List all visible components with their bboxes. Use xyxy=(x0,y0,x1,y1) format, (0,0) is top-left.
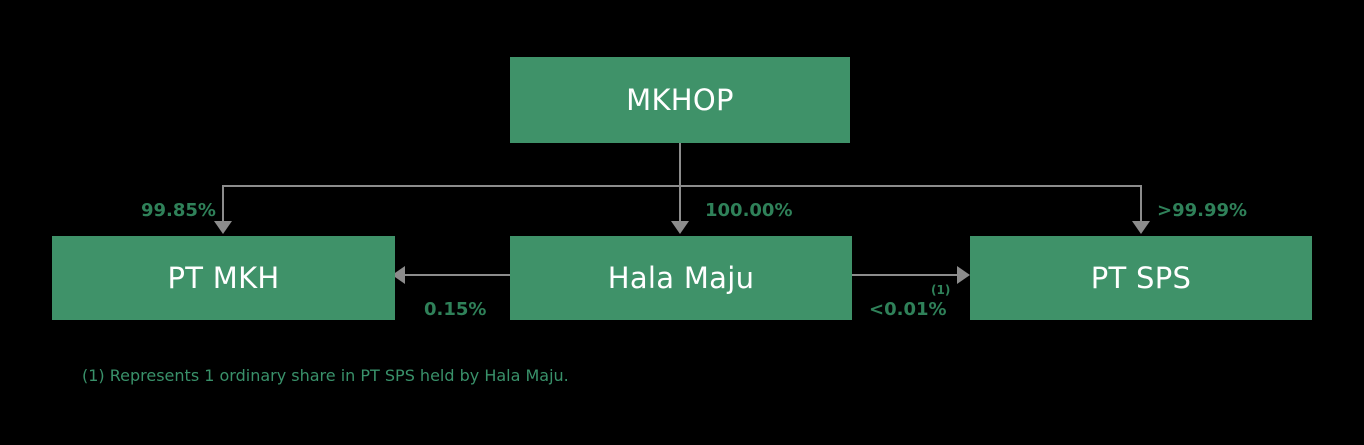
connector-drop-ptmkh xyxy=(222,185,224,223)
node-pt-sps-label: PT SPS xyxy=(1090,260,1192,295)
connector-drop-ptsps xyxy=(1140,185,1142,223)
node-mkhop[interactable]: MKHOP xyxy=(510,57,850,143)
connector-halamaju-to-ptsps xyxy=(852,274,958,276)
node-pt-sps[interactable]: PT SPS xyxy=(970,236,1312,320)
connector-halamaju-to-ptmkh xyxy=(403,274,510,276)
edge-label-halamaju-ptmkh: 0.15% xyxy=(424,299,487,320)
arrowhead-down-halamaju xyxy=(671,221,689,234)
arrowhead-right-ptsps xyxy=(957,266,970,284)
node-mkhop-label: MKHOP xyxy=(626,82,734,117)
arrowhead-down-ptsps xyxy=(1132,221,1150,234)
connector-horizontal-bus xyxy=(223,185,1141,187)
node-pt-mkh-label: PT MKH xyxy=(167,260,280,295)
arrowhead-down-ptmkh xyxy=(214,221,232,234)
arrowhead-left-ptmkh xyxy=(392,266,405,284)
edge-label-halamaju-ptsps: <0.01% xyxy=(869,299,947,320)
node-hala-maju[interactable]: Hala Maju xyxy=(510,236,852,320)
connector-mkhop-trunk xyxy=(679,143,681,186)
footnote-marker-halamaju-ptsps: (1) xyxy=(931,283,951,297)
edge-label-mkhop-ptsps: >99.99% xyxy=(1157,200,1248,221)
node-pt-mkh[interactable]: PT MKH xyxy=(52,236,395,320)
footnote-text: (1) Represents 1 ordinary share in PT SP… xyxy=(82,366,569,385)
edge-label-mkhop-ptmkh: 99.85% xyxy=(141,200,216,221)
connector-drop-halamaju xyxy=(679,185,681,223)
node-hala-maju-label: Hala Maju xyxy=(607,260,755,295)
edge-label-mkhop-halamaju: 100.00% xyxy=(705,200,793,221)
